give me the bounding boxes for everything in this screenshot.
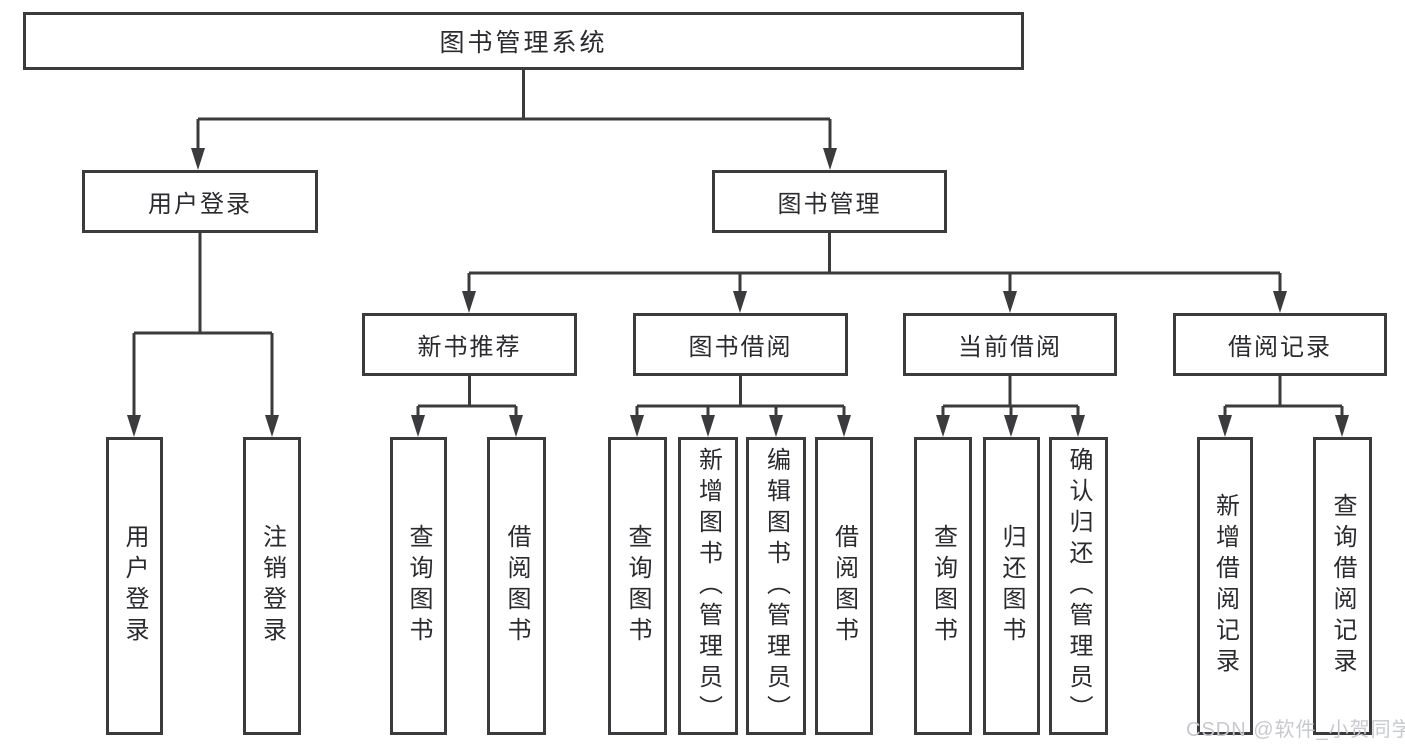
node-label: 借阅图书 (830, 524, 858, 648)
node-label: 查询图书 (405, 524, 432, 648)
node-label: 注销登录 (258, 524, 286, 648)
node-new-book-recommend: 新书推荐 (362, 313, 577, 376)
node-label: 新增借阅记录 (1211, 493, 1239, 679)
node-label: 归还图书 (998, 524, 1025, 648)
leaf-confirm-return-admin: 确认归还（管理员） (1049, 437, 1108, 735)
node-label: 查询借阅记录 (1329, 493, 1356, 679)
node-label: 新增图书（管理员） (694, 446, 722, 726)
leaf-add-borrow-record: 新增借阅记录 (1197, 437, 1253, 735)
leaf-query-book-1: 查询图书 (390, 437, 447, 735)
node-label: 借阅图书 (503, 524, 530, 648)
node-borrow-record: 借阅记录 (1173, 313, 1387, 376)
leaf-logout: 注销登录 (243, 437, 301, 735)
node-current-borrow: 当前借阅 (903, 313, 1117, 376)
node-label: 当前借阅 (958, 334, 1062, 361)
node-label: 图书管理 (777, 191, 882, 218)
leaf-query-book-2: 查询图书 (608, 437, 667, 735)
leaf-borrow-book-2: 借阅图书 (815, 437, 873, 735)
node-book-borrow: 图书借阅 (633, 313, 848, 376)
node-label: 编辑图书（管理员） (762, 446, 790, 726)
connector-lines (132, 70, 1344, 419)
node-label: 借阅记录 (1228, 334, 1332, 361)
node-label: 用户登录 (121, 524, 148, 648)
leaf-add-book-admin: 新增图书（管理员） (678, 437, 738, 735)
node-label: 图书管理系统 (439, 29, 608, 57)
node-label: 图书借阅 (688, 334, 793, 361)
node-label: 确认归还（管理员） (1065, 446, 1092, 726)
leaf-query-borrow-record: 查询借阅记录 (1313, 437, 1372, 735)
csdn-watermark: CSDN @软件_小贺同学 (1186, 719, 1405, 741)
node-label: 查询图书 (929, 524, 957, 648)
node-label: 新书推荐 (417, 334, 522, 361)
leaf-return-book: 归还图书 (983, 437, 1040, 735)
leaf-edit-book-admin: 编辑图书（管理员） (746, 437, 806, 735)
node-label: 用户登录 (148, 191, 252, 218)
node-label: 查询图书 (624, 524, 651, 648)
node-book-management: 图书管理 (712, 170, 947, 233)
node-library-system: 图书管理系统 (23, 12, 1024, 70)
node-user-login: 用户登录 (82, 170, 318, 233)
leaf-query-book-3: 查询图书 (914, 437, 972, 735)
leaf-user-login: 用户登录 (106, 437, 163, 735)
arrowheads (127, 148, 1349, 437)
leaf-borrow-book-1: 借阅图书 (487, 437, 546, 735)
